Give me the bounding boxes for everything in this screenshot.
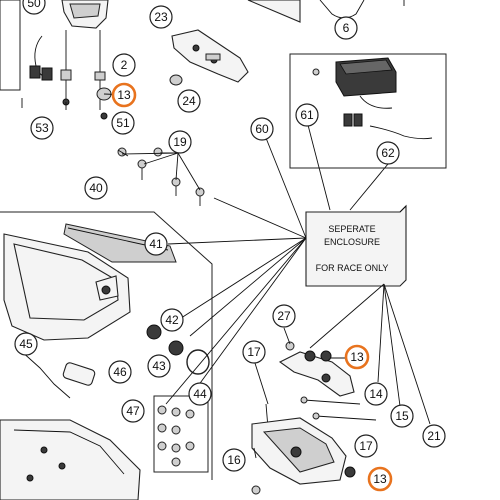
bolt-set	[117, 147, 205, 206]
callout-40: 40	[84, 176, 108, 200]
svg-text:46: 46	[113, 365, 127, 379]
enclosure-line-1: SEPERATE	[328, 224, 375, 234]
speedometer-assembly	[0, 0, 112, 120]
callout-14: 14	[364, 382, 388, 406]
callout-15: 15	[390, 404, 414, 428]
callout-6: 6	[334, 16, 358, 40]
svg-text:13: 13	[350, 350, 364, 364]
callout-23: 23	[149, 5, 173, 29]
svg-text:45: 45	[19, 337, 33, 351]
callout-61: 61	[295, 103, 319, 127]
svg-text:40: 40	[89, 181, 103, 195]
callout-16: 16	[222, 448, 246, 472]
callout-42: 42	[160, 308, 184, 332]
leader-lines	[65, 93, 431, 459]
enclosure-line-2: ENCLOSURE	[324, 237, 380, 247]
race-only-enclosure: SEPERATE ENCLOSURE FOR RACE ONLY	[305, 204, 407, 287]
callout-17-upper: 17	[242, 340, 266, 364]
svg-text:27: 27	[277, 309, 291, 323]
svg-text:19: 19	[173, 135, 187, 149]
callout-2: 2	[112, 53, 136, 77]
svg-text:16: 16	[227, 453, 241, 467]
svg-text:50: 50	[27, 0, 41, 10]
rear-bracket-group	[251, 341, 377, 495]
callout-45: 45	[14, 332, 38, 356]
svg-text:13: 13	[373, 472, 387, 486]
callout-13-bottom: 13	[367, 466, 393, 492]
airbox-group	[0, 211, 213, 500]
svg-text:41: 41	[149, 237, 163, 251]
svg-text:21: 21	[427, 429, 441, 443]
svg-text:53: 53	[35, 121, 49, 135]
race-accessory-box	[289, 0, 447, 169]
callout-43: 43	[147, 354, 171, 378]
callout-53: 53	[30, 116, 54, 140]
svg-text:62: 62	[381, 146, 395, 160]
callout-46: 46	[108, 360, 132, 384]
callout-62: 62	[376, 141, 400, 165]
svg-text:6: 6	[343, 21, 350, 35]
callout-19: 19	[168, 130, 192, 154]
svg-text:23: 23	[154, 10, 168, 24]
svg-text:17: 17	[247, 345, 261, 359]
svg-text:2: 2	[121, 58, 128, 72]
callout-47: 47	[121, 399, 145, 423]
svg-text:17: 17	[359, 439, 373, 453]
callout-24: 24	[177, 89, 201, 113]
callout-44: 44	[188, 382, 212, 406]
svg-text:60: 60	[255, 122, 269, 136]
enclosure-line-3: FOR RACE ONLY	[316, 263, 389, 273]
svg-text:44: 44	[193, 387, 207, 401]
svg-text:13: 13	[117, 88, 131, 102]
callout-17-lower: 17	[354, 434, 378, 458]
headlight-bracket	[169, 0, 301, 86]
callout-27: 27	[272, 304, 296, 328]
callout-41: 41	[144, 232, 168, 256]
callout-21: 21	[422, 424, 446, 448]
svg-text:15: 15	[395, 409, 409, 423]
svg-text:47: 47	[126, 404, 140, 418]
svg-text:42: 42	[165, 313, 179, 327]
svg-text:43: 43	[152, 359, 166, 373]
svg-text:24: 24	[182, 94, 196, 108]
callout-13-top: 13	[111, 82, 137, 108]
callout-13-middle: 13	[344, 344, 370, 370]
svg-text:61: 61	[300, 108, 314, 122]
svg-text:14: 14	[369, 387, 383, 401]
callout-51: 51	[111, 111, 135, 135]
svg-text:51: 51	[116, 116, 130, 130]
callout-60: 60	[250, 117, 274, 141]
callout-50: 50	[22, 0, 46, 15]
